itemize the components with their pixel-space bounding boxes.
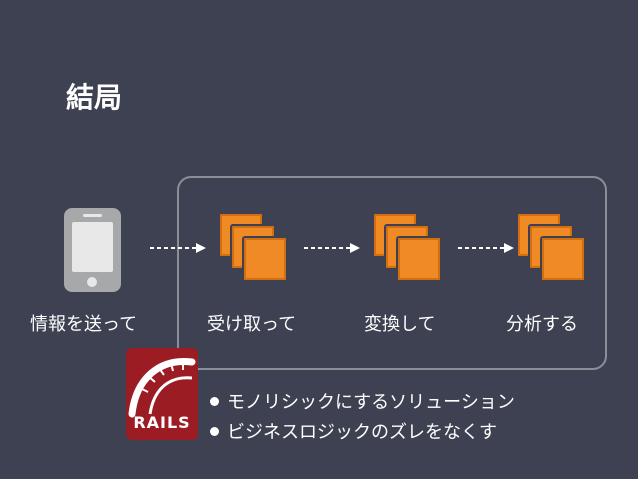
bullet-list: モノリシックにするソリューション ビジネスロジックのズレをなくす [210,388,515,448]
arrow-right-icon [150,243,206,253]
server-stack-icon [372,212,442,282]
bullet-icon [210,426,219,436]
rails-boundary-frame [177,176,607,370]
step-label-send: 情報を送って [30,314,138,335]
list-item: ビジネスロジックのズレをなくす [210,418,515,448]
arrow-right-icon [304,243,360,253]
slide-title: 結局 [66,81,123,114]
rails-track-icon [128,358,196,418]
smartphone-icon [64,208,121,292]
rails-logo-text: RAILS [133,413,191,432]
server-stack-icon [218,212,288,282]
server-stack-icon [516,212,586,282]
arrow-right-icon [458,243,514,253]
step-label-analyze: 分析する [506,314,578,335]
step-label-receive: 受け取って [207,314,297,335]
list-item: モノリシックにするソリューション [210,388,515,418]
step-label-convert: 変換して [364,314,436,335]
bullet-icon [210,396,219,406]
rails-logo: RAILS [126,348,198,440]
